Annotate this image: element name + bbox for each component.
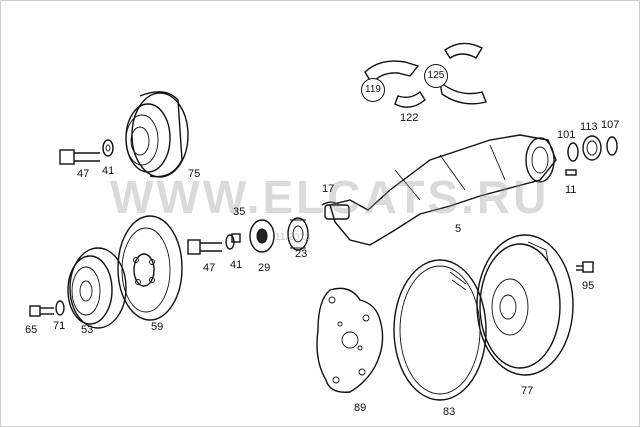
label-95: 95	[582, 280, 595, 292]
bolt-upper	[59, 139, 114, 165]
label-53: 53	[81, 324, 94, 336]
label-35: 35	[233, 206, 246, 218]
label-11: 11	[565, 184, 577, 196]
label-59: 59	[151, 321, 164, 333]
label-75: 75	[188, 168, 201, 180]
label-83: 83	[443, 406, 456, 418]
label-101: 101	[557, 129, 576, 141]
callout-119: 119	[361, 78, 385, 102]
front-gears	[231, 217, 309, 253]
label-41-middle: 41	[230, 259, 243, 271]
label-47-middle: 47	[203, 262, 216, 274]
label-29: 29	[258, 262, 271, 274]
flywheel-77	[476, 234, 574, 376]
crankshaft	[324, 134, 557, 246]
pulley-75	[125, 91, 189, 178]
label-71: 71	[53, 320, 66, 332]
bolt-middle	[187, 234, 235, 255]
label-23: 23	[295, 248, 308, 260]
drive-plate-89	[316, 287, 384, 393]
pulley-53	[67, 247, 127, 329]
bolt-95	[576, 261, 594, 273]
label-113: 113	[580, 121, 598, 133]
ring-gear-83	[393, 259, 487, 401]
label-65: 65	[25, 324, 38, 336]
watermark: WWW.ELCATS.RU	[110, 171, 550, 223]
callout-125: 125	[424, 64, 448, 88]
damper-59	[117, 215, 183, 321]
label-107: 107	[601, 119, 620, 131]
key-17	[321, 201, 339, 206]
rear-small-parts	[565, 135, 618, 176]
label-5: 5	[455, 223, 462, 235]
label-47-upper: 47	[77, 168, 90, 180]
watermark-date: 11.2013	[275, 232, 311, 243]
label-122: 122	[400, 112, 419, 124]
label-77: 77	[521, 385, 534, 397]
bolt-65	[29, 300, 65, 317]
label-17: 17	[322, 183, 335, 195]
label-89: 89	[354, 402, 367, 414]
label-41-upper: 41	[102, 165, 115, 177]
